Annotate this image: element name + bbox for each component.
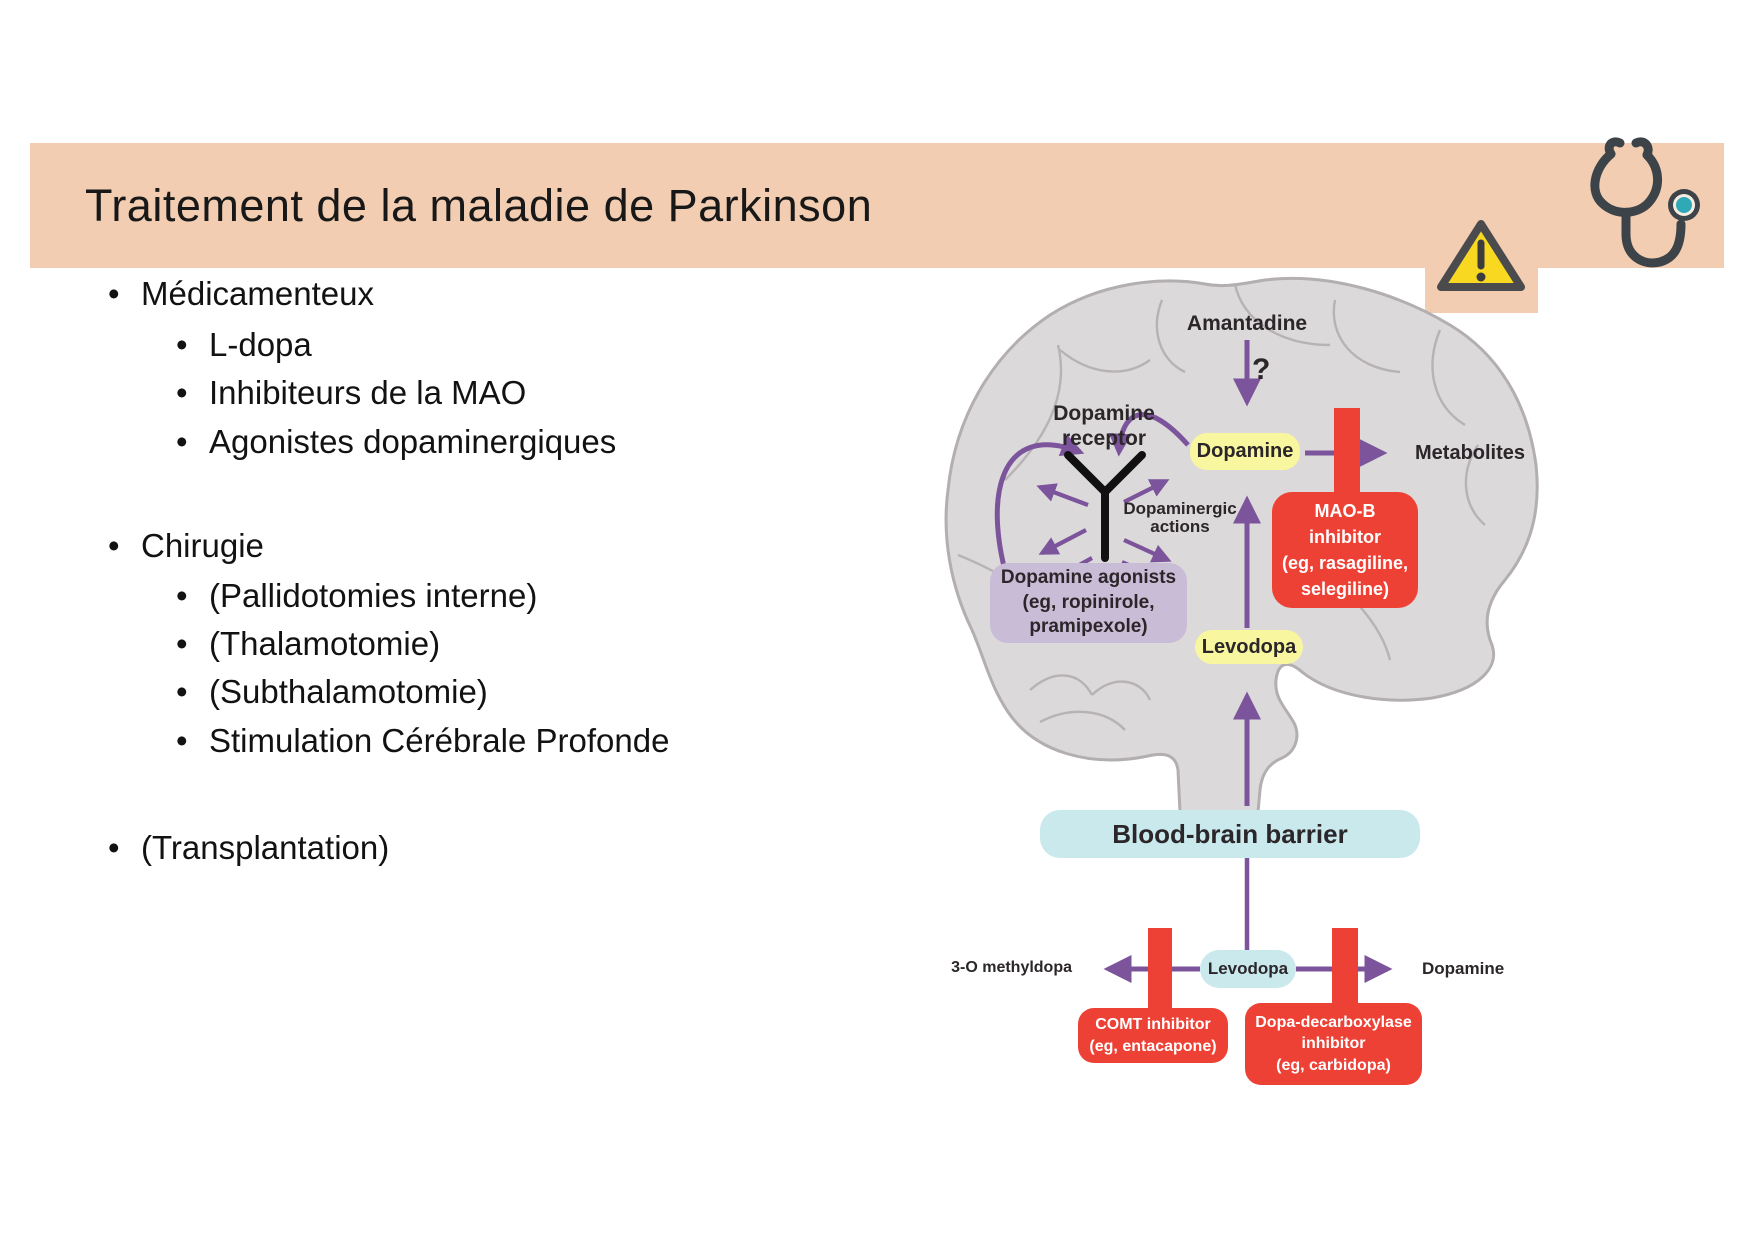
- bullet-item-medicamenteux: Médicamenteux: [108, 275, 374, 313]
- ddc-blocker-bar: [1332, 928, 1358, 1008]
- warning-triangle-icon: [1437, 220, 1525, 291]
- bullet-item-subthalamotomie: (Subthalamotomie): [176, 673, 488, 711]
- brain-illustration: [944, 276, 1539, 814]
- bullet-item-ldopa: L-dopa: [176, 326, 312, 364]
- dopamine-blood-label: Dopamine: [1422, 959, 1505, 978]
- amantadine-label: Amantadine: [1186, 312, 1308, 335]
- bullet-item-agonistes: Agonistes dopaminergiques: [176, 423, 616, 461]
- dopamine-receptor-icon: [1064, 451, 1146, 562]
- arc-agonists-to-receptor: [994, 434, 1085, 589]
- bullet-item-chirugie: Chirugie: [108, 527, 264, 565]
- maob-inhibitor-box: MAO-B inhibitor (eg, rasagiline, selegil…: [1272, 492, 1418, 608]
- pathway-arrows: [994, 340, 1393, 983]
- bullet-item-transplantation: (Transplantation): [108, 829, 389, 867]
- page-title: Traitement de la maladie de Parkinson: [85, 180, 873, 231]
- inhibitor-blocker-bars: [1148, 408, 1360, 1013]
- levodopa-brain-box: Levodopa: [1195, 630, 1303, 664]
- dopamine-box: Dopamine: [1190, 433, 1300, 470]
- bullet-item-inhibiteurs-mao: Inhibiteurs de la MAO: [176, 374, 526, 412]
- comt-inhibitor-box: COMT inhibitor (eg, entacapone): [1078, 1008, 1228, 1063]
- metabolites-label: Metabolites: [1415, 442, 1526, 464]
- blood-brain-barrier-box: Blood-brain barrier: [1040, 810, 1420, 858]
- levodopa-blood-box: Levodopa: [1200, 950, 1296, 988]
- dopamine-agonists-box: Dopamine agonists (eg, ropinirole, prami…: [990, 563, 1187, 643]
- stethoscope-icon: [1590, 137, 1700, 268]
- maob-blocker-bar: [1334, 408, 1360, 498]
- bullet-item-stimulation: Stimulation Cérébrale Profonde: [176, 722, 669, 760]
- methyldopa-label: 3-O methyldopa: [951, 959, 1072, 976]
- dopaminergic-actions-label: Dopaminergic actions: [1123, 499, 1237, 536]
- header-bar: [30, 143, 1724, 268]
- bullet-item-pallidotomies: (Pallidotomies interne): [176, 577, 537, 615]
- dopamine-receptor-label: Dopamine receptor: [1053, 402, 1155, 450]
- arc-dopamine-to-receptor: [1108, 412, 1190, 457]
- comt-blocker-bar: [1148, 928, 1172, 1013]
- bullet-item-thalamotomie: (Thalamotomie): [176, 625, 440, 663]
- ddc-inhibitor-box: Dopa-decarboxylase inhibitor (eg, carbid…: [1245, 1003, 1422, 1085]
- question-mark-label: ?: [1252, 353, 1271, 386]
